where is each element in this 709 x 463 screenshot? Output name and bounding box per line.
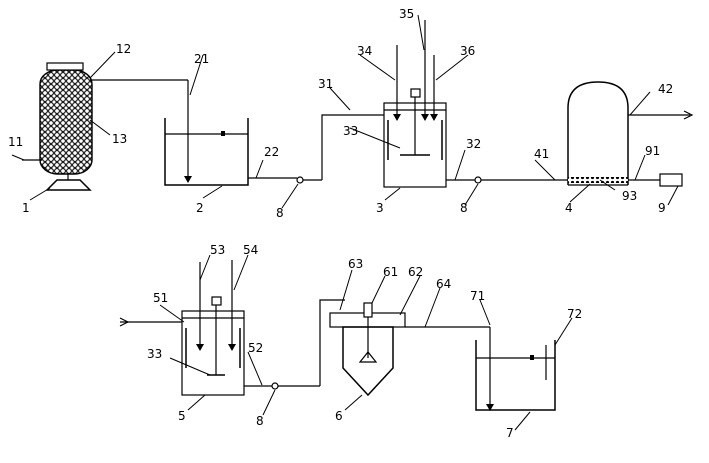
- pump-8-a: [296, 176, 304, 184]
- motor-61: [363, 302, 373, 318]
- column-cap: [46, 62, 84, 71]
- label-3: 3: [376, 201, 384, 215]
- label-33-b: 33: [147, 347, 162, 361]
- tank-2: [164, 114, 386, 186]
- reactor-5-body: [181, 310, 245, 396]
- tank-7-body: [475, 340, 556, 411]
- blower-9: [659, 173, 683, 187]
- reactor-5: [119, 260, 345, 396]
- label-91: 91: [645, 144, 660, 158]
- label-51: 51: [153, 291, 168, 305]
- label-8-b: 8: [460, 201, 468, 215]
- reactor-4-body: [567, 81, 629, 185]
- leader-lines: [11, 14, 679, 431]
- label-64: 64: [436, 277, 451, 291]
- label-71: 71: [470, 289, 485, 303]
- motor-icon-5: [211, 296, 222, 306]
- tank-7: [475, 340, 556, 411]
- label-32: 32: [466, 137, 481, 151]
- label-12: 12: [116, 42, 131, 56]
- pipe-31: [321, 114, 386, 180]
- reactor-4: [567, 81, 694, 187]
- pump-8-c: [271, 382, 279, 390]
- packed-column-body: [39, 69, 93, 175]
- label-2: 2: [196, 201, 204, 215]
- label-42: 42: [658, 82, 673, 96]
- label-9: 9: [658, 201, 666, 215]
- label-62: 62: [408, 265, 423, 279]
- label-41: 41: [534, 147, 549, 161]
- settler-6-body: [342, 326, 394, 397]
- label-52: 52: [248, 341, 263, 355]
- label-7: 7: [506, 426, 514, 440]
- label-35: 35: [399, 7, 414, 21]
- column-base: [45, 179, 92, 191]
- label-33-a: 33: [343, 124, 358, 138]
- label-21: 21: [194, 52, 209, 66]
- label-53: 53: [210, 243, 225, 257]
- motor-icon: [410, 88, 421, 98]
- label-22: 22: [264, 145, 279, 159]
- reactor-3: [383, 20, 568, 188]
- aerator-93: [568, 177, 628, 183]
- settler-6: [329, 302, 494, 411]
- label-36: 36: [460, 44, 475, 58]
- label-8-c: 8: [256, 414, 264, 428]
- label-72: 72: [567, 307, 582, 321]
- label-11: 11: [8, 135, 23, 149]
- label-13: 13: [112, 132, 127, 146]
- label-6: 6: [335, 409, 343, 423]
- label-4: 4: [565, 201, 573, 215]
- label-61: 61: [383, 265, 398, 279]
- component-labels: 11 1 12 13 21 2 22 8 31 33 34 35 36 32 3…: [8, 7, 673, 440]
- label-31: 31: [318, 77, 333, 91]
- label-63: 63: [348, 257, 363, 271]
- pump-8-b: [474, 176, 482, 184]
- packed-column-unit: [22, 62, 192, 191]
- diffuser-icon: [358, 351, 378, 363]
- label-54: 54: [243, 243, 258, 257]
- label-8-a: 8: [276, 206, 284, 220]
- label-5: 5: [178, 409, 186, 423]
- label-1: 1: [22, 201, 30, 215]
- label-34: 34: [357, 44, 372, 58]
- label-93: 93: [622, 189, 637, 203]
- tank-2-body: [164, 118, 249, 186]
